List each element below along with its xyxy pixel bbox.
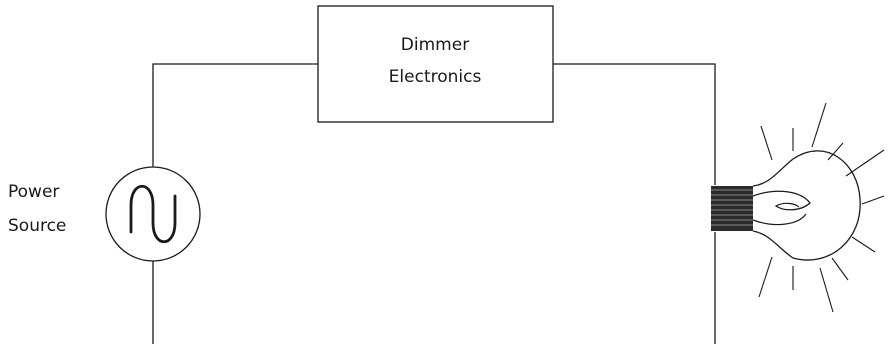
power-source: Power Source [8, 166, 201, 262]
circuit-wires [152, 63, 716, 344]
power-source-label-line1: Power [8, 182, 59, 202]
dimmer-label-line1: Dimmer [401, 35, 469, 55]
wire-top-right [553, 63, 716, 185]
light-bulb-icon [711, 102, 885, 313]
dimmer-label-line2: Electronics [389, 67, 482, 87]
dimmer-box [317, 5, 554, 123]
bulb-base [711, 186, 753, 231]
power-source-label-line2: Source [8, 216, 66, 236]
ac-sine-wave-icon [129, 185, 177, 243]
dimmer-electronics-block: Dimmer Electronics [317, 5, 554, 123]
bulb-filament [752, 190, 811, 226]
wire-top-left [152, 63, 318, 171]
bulb-light-rays [758, 102, 885, 313]
